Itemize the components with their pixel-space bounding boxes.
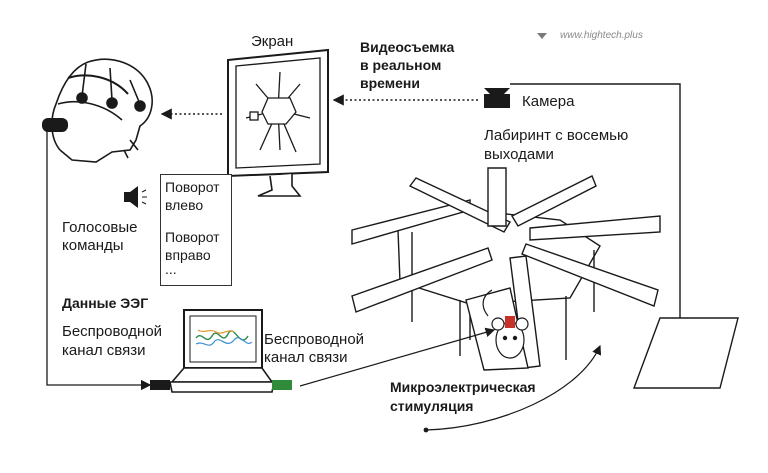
- label-video-3: времени: [360, 75, 420, 91]
- command-right-1: Поворот: [165, 229, 220, 245]
- label-video-1: Видеосъемка: [360, 39, 455, 55]
- label-maze-2: выходами: [484, 146, 554, 163]
- speaker-icon: [124, 186, 147, 208]
- command-list: Поворот влево Поворот вправо ...: [160, 174, 232, 286]
- person-helmet-icon: [42, 58, 153, 163]
- label-stim-1: Микроэлектрическая: [390, 379, 536, 395]
- label-video-2: в реальном: [360, 57, 442, 73]
- label-maze-1: Лабиринт с восемью: [484, 127, 629, 144]
- label-wireless-left-2: канал связи: [62, 342, 146, 359]
- maze-icon: [351, 167, 661, 371]
- label-voice-1: Голосовые: [62, 219, 138, 236]
- transmitter-right: [272, 380, 292, 390]
- command-left-2: влево: [165, 197, 204, 213]
- laptop-icon: [169, 309, 275, 393]
- camera-icon: [484, 83, 739, 389]
- rat-icon: [482, 289, 529, 359]
- monitor-icon: [227, 48, 329, 197]
- label-eeg: Данные ЭЭГ: [62, 295, 149, 311]
- label-wireless-left-1: Беспроводной: [62, 323, 163, 340]
- label-stim-2: стимуляция: [390, 398, 474, 414]
- watermark[interactable]: www.hightech.plus: [560, 30, 643, 41]
- command-left-1: Поворот: [165, 179, 220, 195]
- label-screen: Экран: [251, 33, 294, 50]
- command-right-2: вправо: [165, 247, 211, 263]
- command-more: ...: [165, 261, 177, 277]
- label-wireless-right-1: Беспроводной: [264, 331, 365, 348]
- label-camera: Камера: [522, 93, 575, 110]
- label-wireless-right-2: канал связи: [264, 349, 348, 366]
- watermark-arrow-icon: [537, 33, 547, 39]
- transmitter-left: [150, 380, 170, 390]
- label-voice-2: команды: [62, 237, 124, 254]
